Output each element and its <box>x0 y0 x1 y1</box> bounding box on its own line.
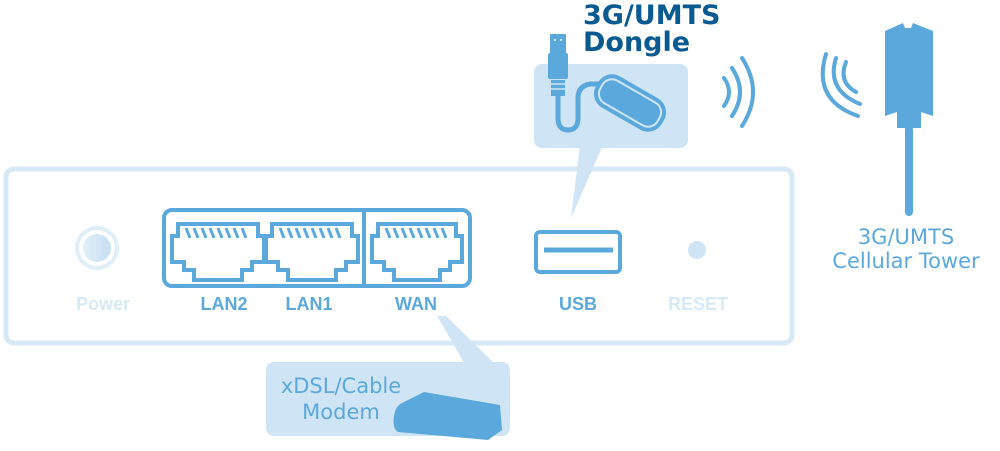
tower-label-line2: Cellular Tower <box>832 249 980 273</box>
wan-label: WAN <box>395 294 437 314</box>
lan2-port[interactable] <box>170 222 266 282</box>
power-label: Power <box>76 294 130 314</box>
modem-label-line2: Modem <box>302 400 380 424</box>
usb-dongle-icon <box>548 34 667 133</box>
lan1-label: LAN1 <box>285 294 332 314</box>
dongle-title-line2: Dongle <box>583 27 690 58</box>
power-button[interactable] <box>75 226 119 270</box>
tower-signal-icon <box>820 52 862 118</box>
router-frame <box>3 166 795 346</box>
lan1-port[interactable] <box>264 222 360 282</box>
wan-port[interactable] <box>370 222 464 282</box>
ethernet-port-group <box>162 208 472 288</box>
dongle-title-line1: 3G/UMTS <box>583 0 720 31</box>
cell-tower-icon <box>885 23 933 216</box>
usb-label: USB <box>559 294 597 314</box>
modem-icon <box>393 392 502 440</box>
reset-button[interactable] <box>688 241 706 259</box>
usb-port[interactable] <box>534 230 622 274</box>
dongle-signal-icon <box>722 56 755 128</box>
reset-label: RESET <box>668 294 728 314</box>
tower-label-line1: 3G/UMTS <box>858 225 954 249</box>
modem-label-line1: xDSL/Cable <box>281 374 401 398</box>
lan2-label: LAN2 <box>200 294 247 314</box>
